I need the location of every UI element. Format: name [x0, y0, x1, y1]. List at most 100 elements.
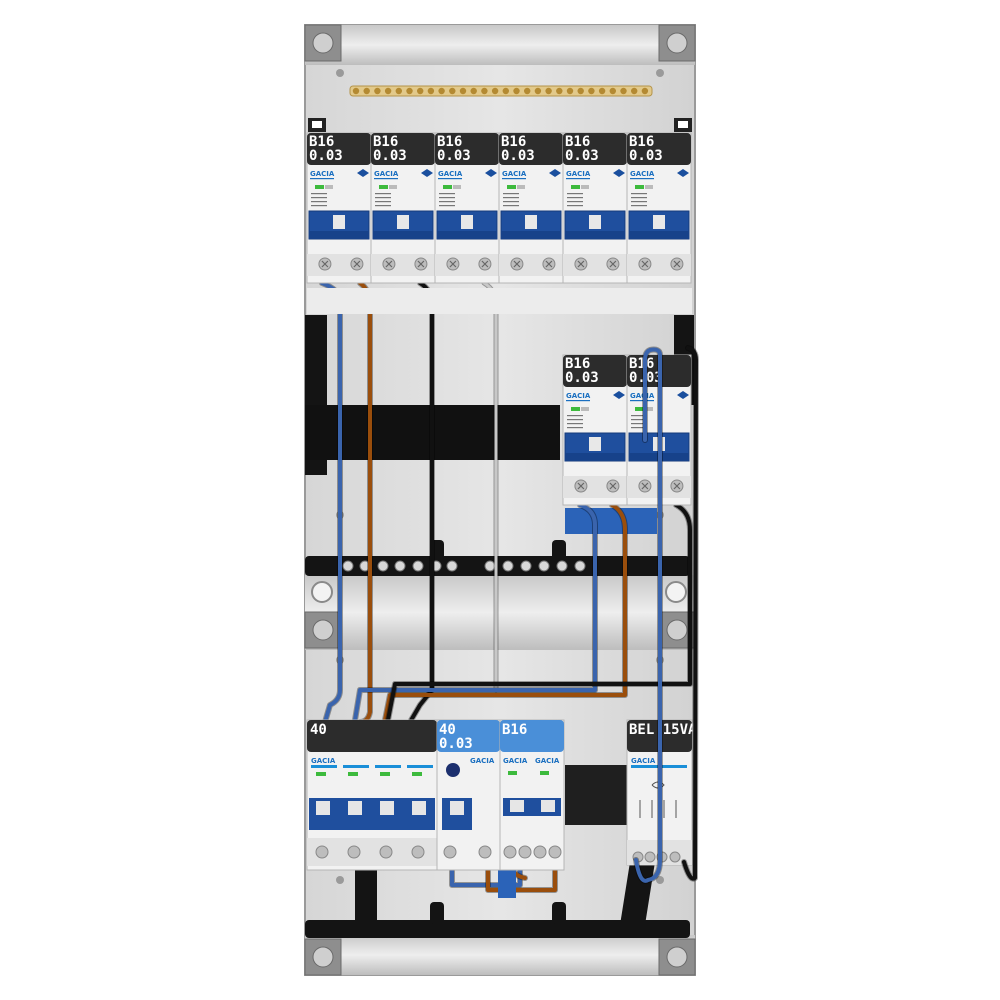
- toggle-lever[interactable]: [333, 215, 345, 229]
- toggle-lever[interactable]: [589, 437, 601, 451]
- brand-label: GACIA: [311, 757, 336, 765]
- screw-slot: [641, 482, 649, 490]
- spec-line: [311, 201, 327, 203]
- status-indicator: [645, 407, 653, 411]
- brand-label: GACIA: [438, 170, 463, 178]
- toggle-lever[interactable]: [510, 800, 524, 812]
- toggle-lever[interactable]: [653, 215, 665, 229]
- spec-line: [631, 201, 647, 203]
- rail-hole: [446, 560, 458, 572]
- status-indicator: [325, 185, 333, 189]
- spec-line: [567, 205, 583, 207]
- toggle-lever[interactable]: [397, 215, 409, 229]
- status-indicator: [379, 185, 388, 189]
- busbar-tooth: [438, 87, 445, 95]
- wire-black-l2: [386, 503, 692, 722]
- screw-slot: [449, 260, 457, 268]
- spec-line: [439, 193, 455, 195]
- toggle-lever[interactable]: [589, 215, 601, 229]
- spec-line: [439, 197, 455, 199]
- screw-slot: [641, 260, 649, 268]
- toggle-lever[interactable]: [316, 801, 330, 815]
- status-indicator: [581, 185, 589, 189]
- rail-hole: [377, 560, 389, 572]
- rating-label: B16: [437, 134, 462, 150]
- busbar-tooth: [609, 87, 616, 95]
- wire-blue-bell: [634, 347, 662, 883]
- toggle-lever[interactable]: [461, 215, 473, 229]
- terminal-screw-icon: [548, 845, 562, 859]
- status-indicator: [315, 185, 324, 189]
- sensitivity-label: 0.03: [437, 148, 471, 164]
- brand-label: GACIA: [631, 757, 656, 765]
- screw-slot: [545, 260, 553, 268]
- busbar-tooth: [470, 87, 477, 95]
- logo-icon: [421, 169, 433, 177]
- brand-underline: [630, 178, 654, 180]
- status-indicator: [635, 407, 644, 411]
- sensitivity-label: 0.03: [565, 148, 599, 164]
- brand-underline: [630, 400, 654, 402]
- status-indicator: [507, 185, 516, 189]
- brand-label: GACIA: [310, 170, 335, 178]
- brand-label: GACIA: [630, 170, 655, 178]
- test-button-icon[interactable]: [446, 763, 460, 777]
- terminal-screw-icon: [644, 851, 656, 863]
- screw-slot: [385, 260, 393, 268]
- toggle-lever[interactable]: [380, 801, 394, 815]
- busbar-tooth: [395, 87, 402, 95]
- sensitivity-label: 0.03: [501, 148, 535, 164]
- terminal-screw-icon: [411, 845, 425, 859]
- main-switch-rating: 40: [310, 722, 327, 738]
- busbar-tooth: [534, 87, 542, 95]
- toggle-lever[interactable]: [541, 800, 555, 812]
- brand-underline: [310, 178, 334, 180]
- busbar-tooth: [556, 87, 563, 95]
- terminal-screw-icon: [533, 845, 547, 859]
- spec-line: [567, 415, 583, 417]
- spec-line: [375, 201, 391, 203]
- spec-line: [631, 197, 647, 199]
- rail-screw-icons: [311, 581, 687, 603]
- spec-line: [631, 193, 647, 195]
- terminal-screw-icon: [503, 845, 517, 859]
- brand-underline: [566, 178, 590, 180]
- busbar-tooth: [524, 87, 531, 95]
- busbar-tooth: [481, 87, 488, 95]
- rail-hole: [520, 560, 532, 572]
- busbar-tooth: [598, 87, 606, 95]
- spec-line: [503, 205, 519, 207]
- busbar-tooth: [502, 87, 509, 95]
- busbar-tooth: [620, 87, 627, 95]
- sensitivity-label: 0.03: [629, 148, 663, 164]
- toggle-lever[interactable]: [450, 801, 464, 815]
- screw-slot: [321, 260, 329, 268]
- status-indicator: [540, 771, 549, 775]
- pole-indicator: [407, 765, 433, 768]
- brand-label: GACIA: [374, 170, 399, 178]
- rail-hole: [502, 560, 514, 572]
- brand-label: GACIA: [566, 392, 591, 400]
- toggle-lever[interactable]: [348, 801, 362, 815]
- brand-label: GACIA: [503, 757, 528, 765]
- toggle-lever[interactable]: [412, 801, 426, 815]
- spec-line: [375, 205, 391, 207]
- spec-line: [567, 197, 583, 199]
- busbar-tooth: [491, 87, 499, 95]
- spec-line: [375, 193, 391, 195]
- brand-label: GACIA: [502, 170, 527, 178]
- toggle-lever[interactable]: [525, 215, 537, 229]
- spec-line: [631, 419, 647, 421]
